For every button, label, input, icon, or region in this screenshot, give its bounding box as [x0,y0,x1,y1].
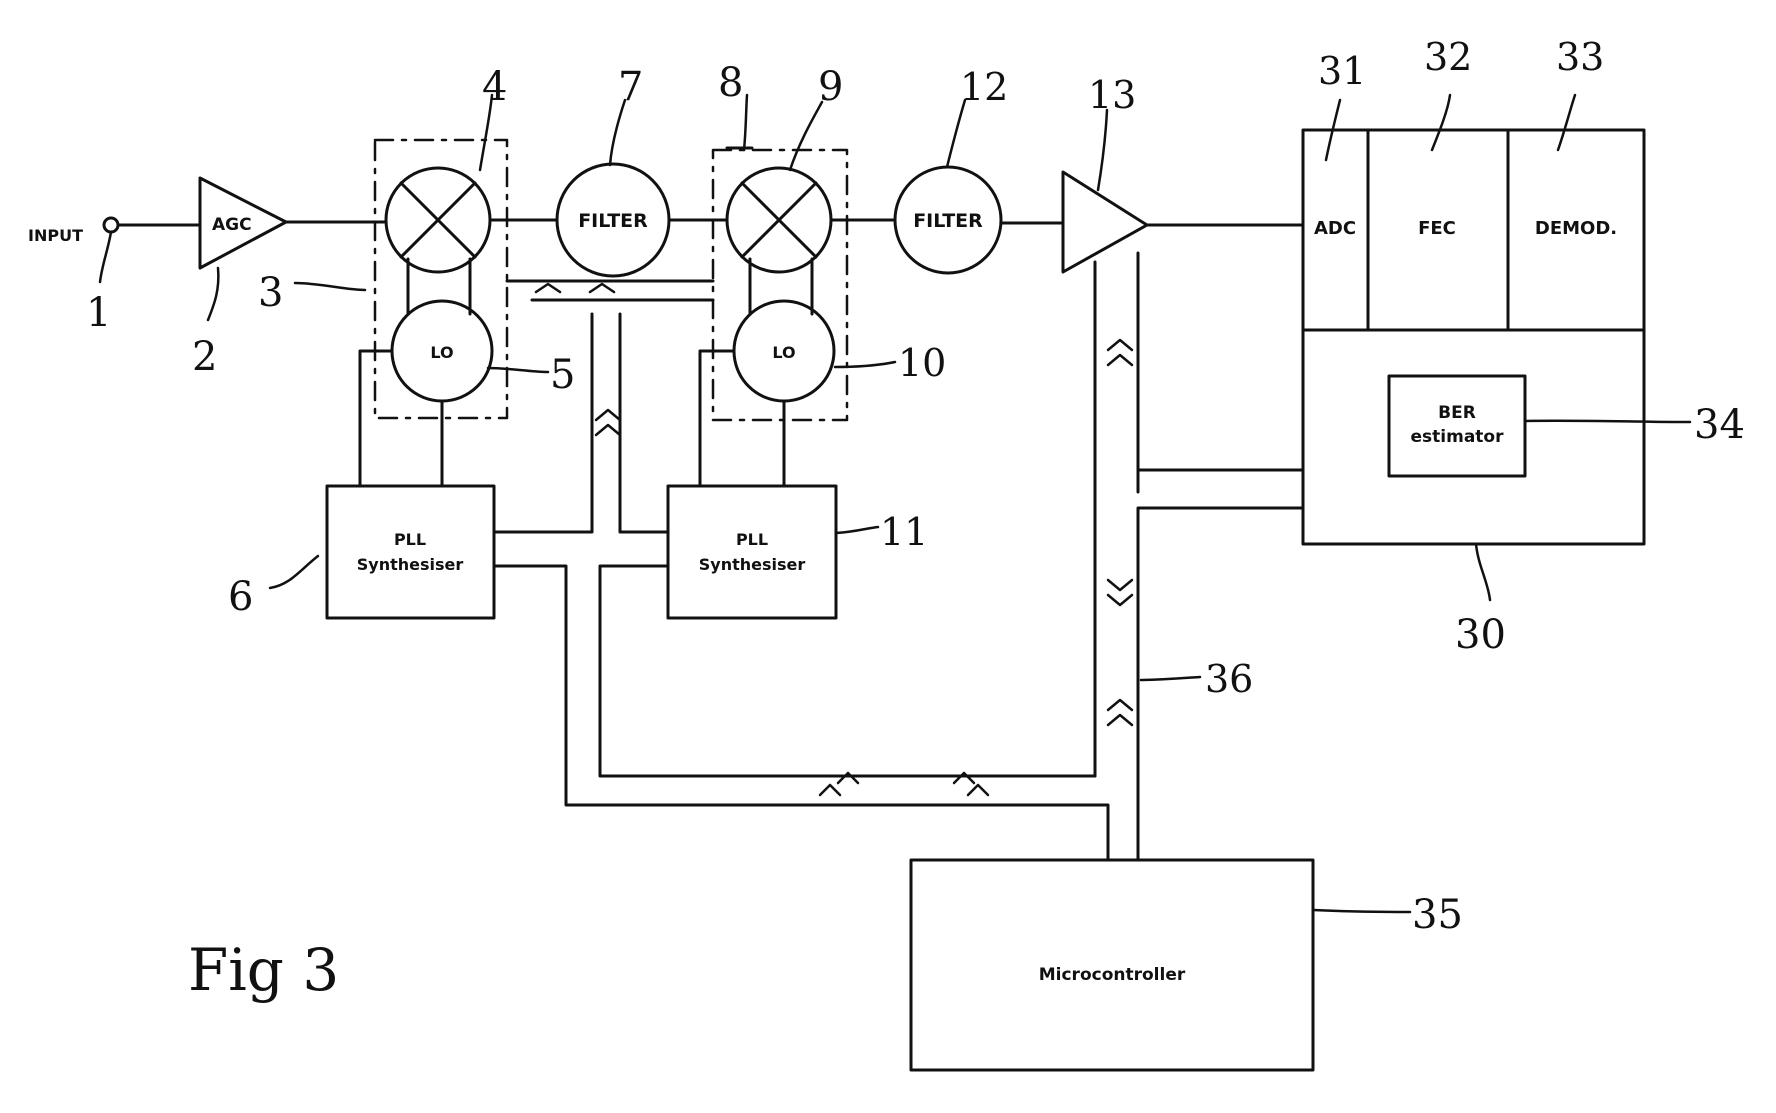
ref-11: 11 [880,510,928,554]
input-label: INPUT [28,226,83,245]
demod-label: DEMOD. [1535,218,1617,239]
ref-30: 30 [1455,612,1506,658]
pll-2-label-line2: Synthesiser [699,555,806,574]
pll-2-box [668,486,836,618]
ref-7: 7 [618,64,643,110]
lo-1-label: LO [430,343,453,362]
ref-36: 36 [1205,657,1253,701]
ref-4: 4 [482,64,507,110]
ref-8: 8 [718,60,743,106]
fec-label: FEC [1418,218,1456,239]
pll-1-label-line1: PLL [394,530,426,549]
agc-label: AGC [212,215,252,235]
filter-2-label: FILTER [913,210,983,232]
ref-5: 5 [550,352,575,398]
mixer-2 [727,168,831,272]
ref-6: 6 [228,574,253,620]
pll-1-label-line2: Synthesiser [357,555,464,574]
ref-9: 9 [818,64,843,110]
ref-10: 10 [898,341,946,385]
mixer-1 [386,168,490,272]
ref-34: 34 [1694,402,1745,448]
ref-33: 33 [1556,35,1604,79]
ref-31: 31 [1318,49,1366,93]
backend-block-30 [1303,130,1644,544]
lo-2-label: LO [772,343,795,362]
adc-label: ADC [1314,218,1356,239]
ref-12: 12 [960,65,1008,109]
ref-13: 13 [1088,73,1136,117]
pll-1-box [327,486,494,618]
ref-35: 35 [1412,892,1463,938]
ber-estimator-box [1389,376,1525,476]
ref-3: 3 [258,270,283,316]
microcontroller-label: Microcontroller [1039,965,1186,985]
input-terminal [104,218,118,232]
ref-32: 32 [1424,35,1472,79]
pll-2-label-line1: PLL [736,530,768,549]
ref-1: 1 [86,290,111,336]
ber-label-line2: estimator [1411,427,1505,447]
ref-2: 2 [192,334,217,380]
figure-caption: Fig 3 [188,936,339,1004]
amplifier-13 [1063,172,1147,272]
filter-1-label: FILTER [578,210,648,232]
ber-label-line1: BER [1438,403,1476,423]
